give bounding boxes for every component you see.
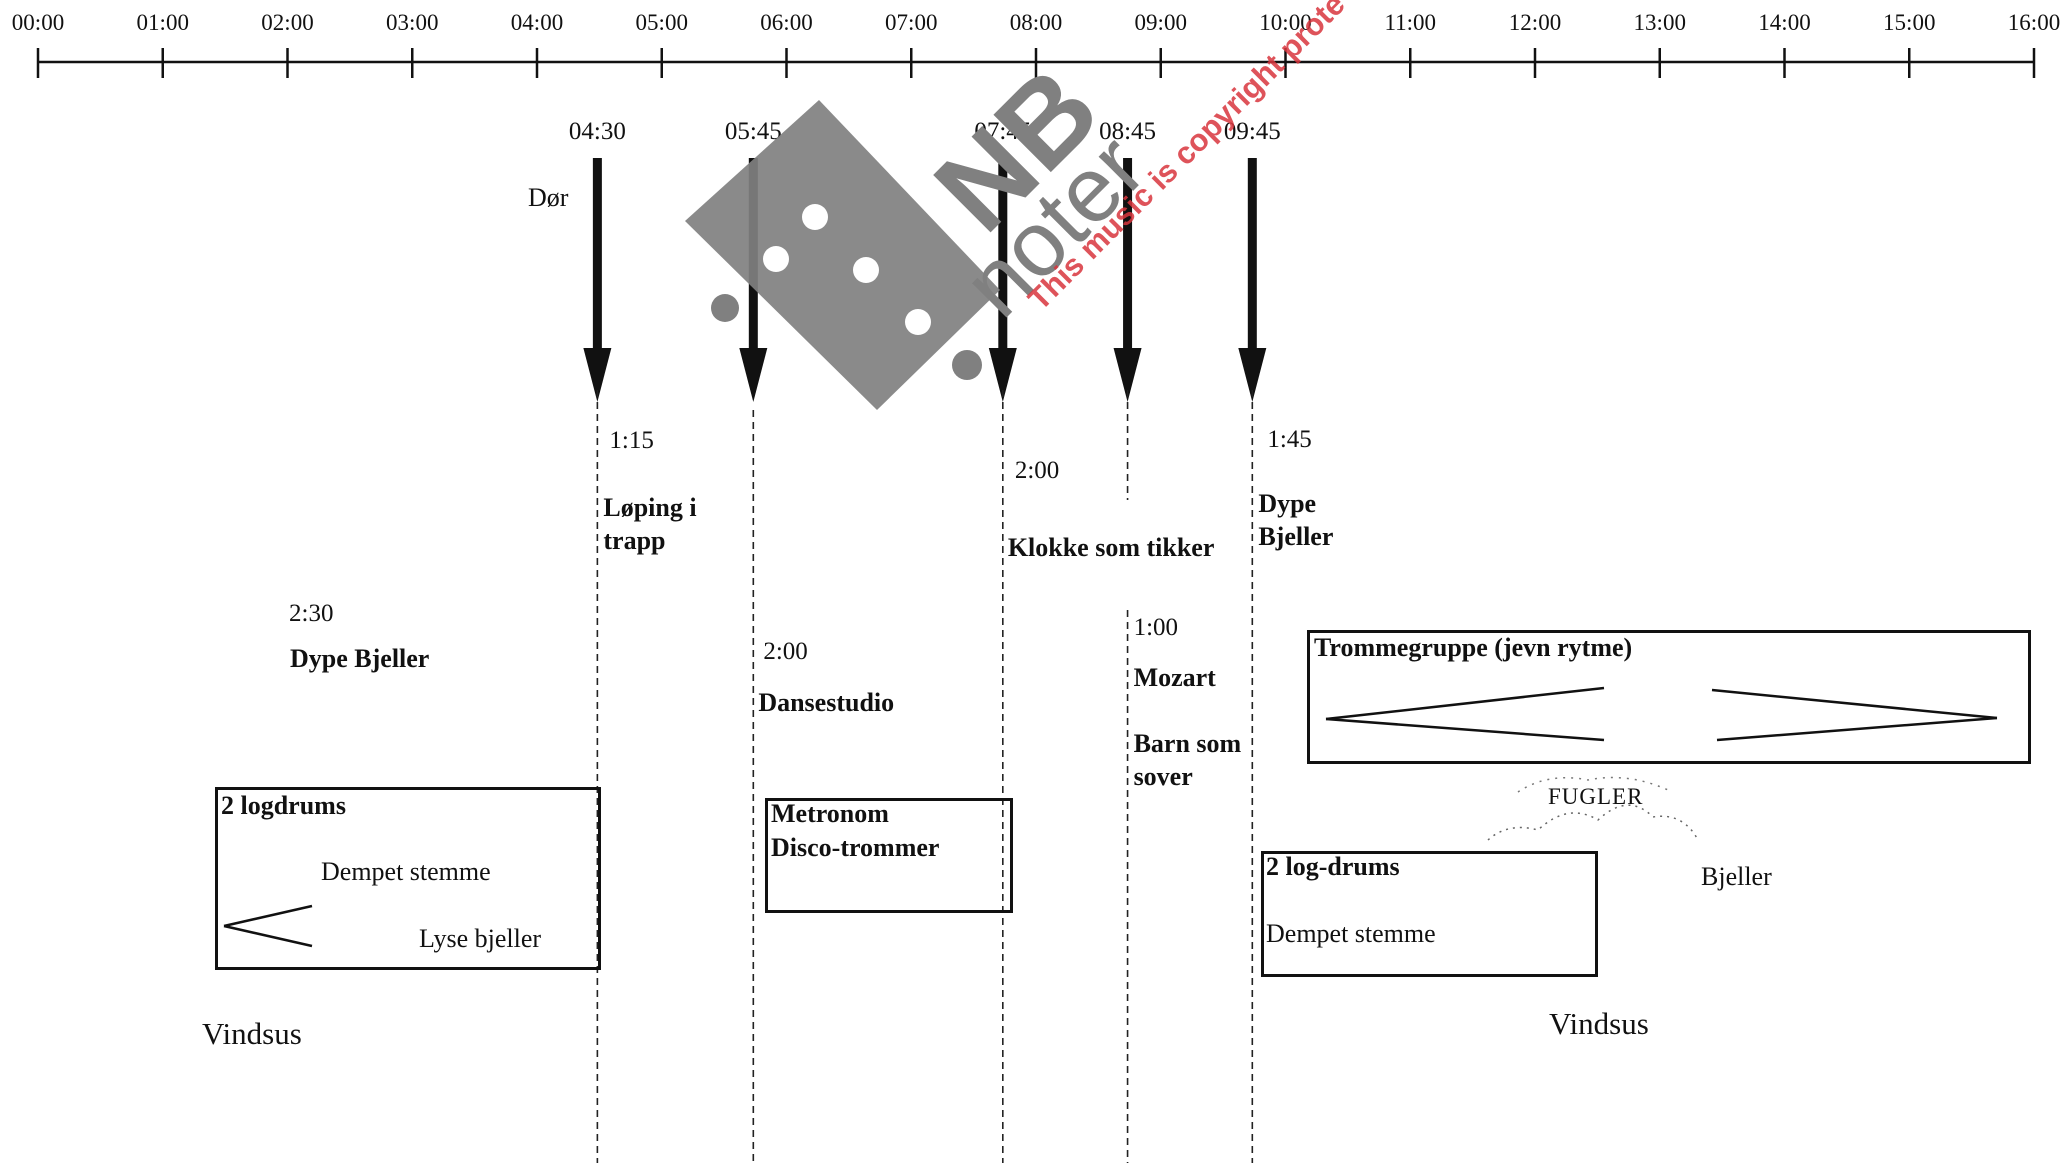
vindsus-left: Vindsus	[202, 1016, 302, 1051]
logdrums-title: 2 logdrums	[221, 791, 346, 820]
tick-label: 08:00	[1009, 10, 1063, 35]
cue-time: 08:45	[1099, 118, 1157, 145]
cue-arrow-head	[739, 348, 768, 402]
tick-label: 10:00	[1259, 10, 1312, 35]
vindsus-right: Vindsus	[1549, 1006, 1649, 1041]
tick-label: 15:00	[1883, 10, 1936, 35]
section-label: Dype Bjeller	[290, 644, 430, 673]
tick-label: 12:00	[1508, 10, 1562, 35]
cue-time: 05:45	[724, 118, 782, 145]
tick-label: 02:00	[261, 10, 314, 35]
metronome-box	[765, 798, 1013, 913]
logdrums2-title: 2 log-drums	[1266, 852, 1400, 881]
cue-label: Dype Bjeller	[1258, 489, 1334, 551]
metronome-line1: Metronom	[771, 799, 889, 828]
tick-label: 13:00	[1633, 10, 1686, 35]
tick-label: 00:00	[11, 10, 65, 35]
bjeller-label: Bjeller	[1701, 862, 1772, 891]
cue-arrow-head	[583, 348, 612, 402]
drumgroup-box	[1307, 630, 2031, 764]
cue-duration: 2:00	[763, 638, 808, 665]
tick-label: 06:00	[760, 10, 813, 35]
cue-arrow-head	[1238, 348, 1267, 402]
tick-label: 04:00	[510, 10, 564, 35]
cue-time: 09:45	[1223, 118, 1281, 145]
drumgroup-title: Trommegruppe (jevn rytme)	[1314, 633, 1633, 662]
cue-duration: 1:00	[1133, 614, 1179, 641]
tick-label: 11:00	[1384, 10, 1437, 35]
fugler-label: FUGLER	[1548, 784, 1644, 809]
section-duration: 2:30	[289, 600, 334, 627]
cue-label: Dansestudio	[758, 688, 895, 717]
tick-label: 14:00	[1758, 10, 1811, 35]
logdrums-line1: Dempet stemme	[321, 857, 491, 886]
tick-label: 05:00	[635, 10, 688, 35]
door-label: Dør	[528, 183, 569, 212]
tick-label: 03:00	[386, 10, 439, 35]
cue-label-secondary: Barn som sover	[1133, 729, 1242, 791]
logdrums-box	[215, 787, 601, 970]
cue-time: 07:45	[974, 118, 1032, 145]
fugler-cloud	[1487, 776, 1699, 841]
timeline-axis	[36, 48, 2036, 78]
cue-duration: 1:15	[609, 427, 654, 454]
tick-label: 16:00	[2007, 10, 2061, 35]
cue-label: Mozart	[1133, 663, 1216, 692]
tick-label: 07:00	[885, 10, 938, 35]
metronome-line2: Disco-trommer	[771, 833, 940, 862]
tick-label: 01:00	[136, 10, 189, 35]
logdrums2-box	[1261, 851, 1598, 977]
cresc-decresc-hairpins	[1325, 686, 1998, 742]
cue-time: 04:30	[568, 118, 626, 145]
cue-duration: 2:00	[1014, 457, 1060, 484]
tick-label: 09:00	[1134, 10, 1187, 35]
logdrums-line2: Lyse bjeller	[419, 924, 542, 953]
crescendo-hairpin	[223, 904, 313, 948]
cue-label: Klokke som tikker	[1007, 533, 1215, 562]
cue-label: Løping i trapp	[603, 493, 697, 555]
logdrums2-line1: Dempet stemme	[1266, 919, 1436, 948]
cue-duration: 1:45	[1267, 426, 1312, 453]
cue-arrow-head	[1113, 348, 1142, 402]
